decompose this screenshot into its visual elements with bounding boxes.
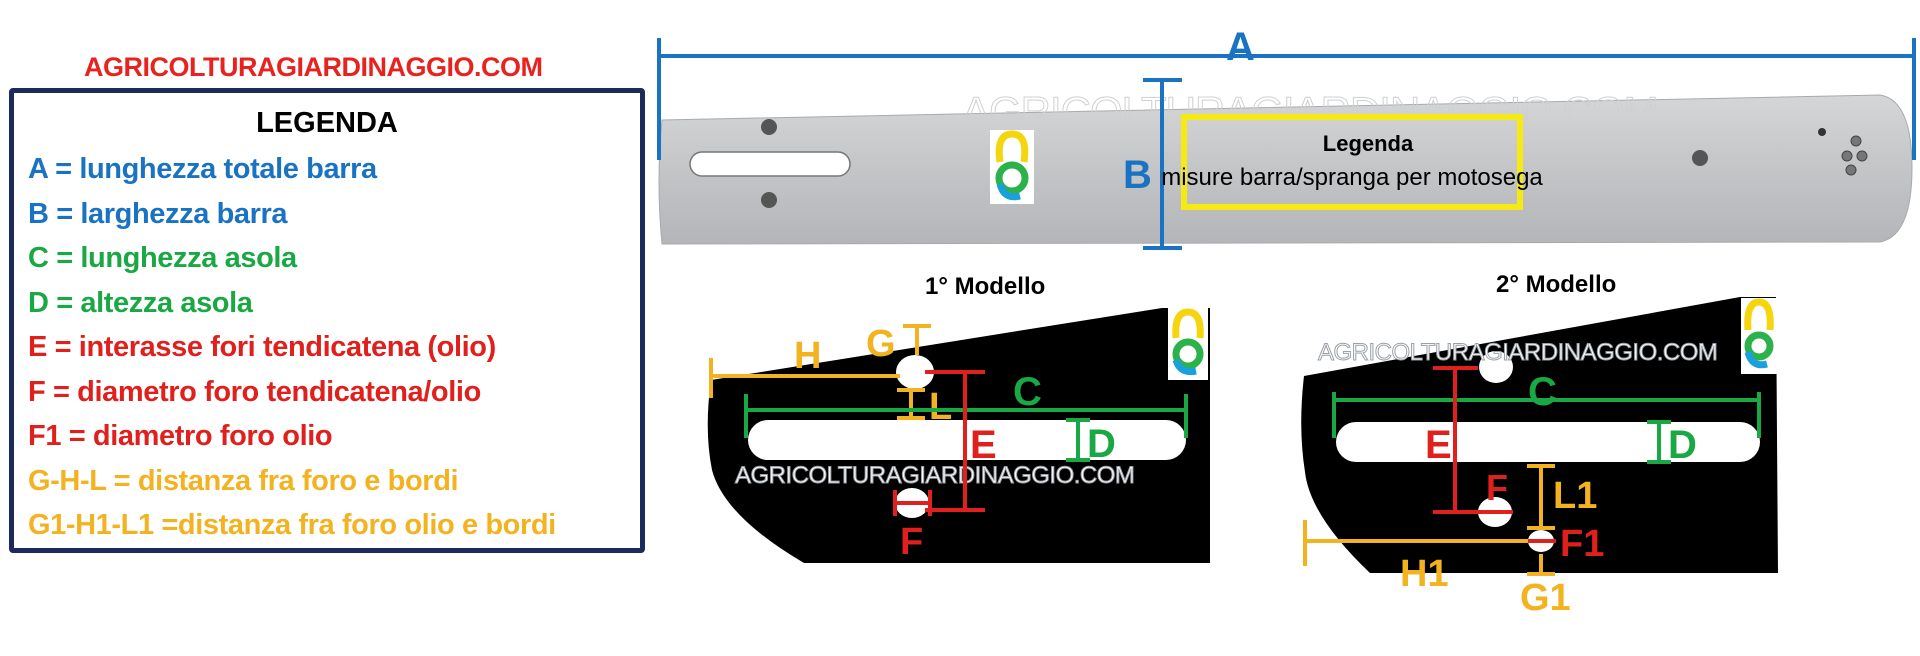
model1-dimension-e (925, 370, 985, 512)
legend-item-f1: F1 = diametro foro olio (28, 420, 333, 452)
bar-rivet (1850, 135, 1862, 147)
model2-label-c: C (1528, 370, 1557, 414)
bar-legend-text: misure barra/spranga per motosega (1161, 164, 1543, 191)
model1-title: 1° Modello (925, 273, 1045, 300)
model2-label-l1: L1 (1553, 475, 1597, 517)
chainsaw-bar (658, 94, 1913, 245)
model1-label-d: D (1087, 422, 1116, 466)
legend-item-b: B = larghezza barra (28, 197, 288, 230)
model1-label-g: G (866, 323, 896, 365)
site-header: AGRICOLTURAGIARDINAGGIO.COM (84, 52, 543, 82)
bar-hole (761, 119, 777, 135)
legend-item-ghl: G-H-L = distanza fra foro e bordi (28, 464, 459, 497)
legend-item-d: D = altezza asola (28, 286, 253, 319)
label-a: A (1226, 25, 1255, 69)
bar-legend-box (1181, 114, 1523, 210)
bar-rivet (1841, 150, 1853, 162)
model2-label-f: F (1486, 467, 1508, 508)
bar-hole (1692, 150, 1708, 166)
model2-label-d: D (1668, 423, 1697, 467)
dimension-a (657, 38, 1916, 160)
bar-hole (761, 192, 777, 208)
model2-dimension-e (1433, 366, 1478, 514)
model2-label-g1: G1 (1520, 577, 1571, 619)
model2-title: 2° Modello (1496, 271, 1616, 298)
model2-watermark: AGRICOLTURAGIARDINAGGIO.COM (1318, 339, 1717, 366)
model2-label-e: E (1425, 423, 1452, 467)
model2-label-h1: H1 (1400, 553, 1449, 595)
legend-item-e: E = interasse fori tendicatena (olio) (28, 331, 496, 363)
model1-dimension-g (903, 324, 931, 355)
model1-dimension-d (1066, 418, 1090, 462)
model2-dimension-d (1647, 420, 1671, 464)
logo-icon (1741, 298, 1777, 374)
model2-dimension-g1 (1527, 554, 1555, 576)
legend-item-g1h1l1: G1-H1-L1 =distanza fra foro olio e bordi (28, 509, 556, 541)
dimension-b (1143, 78, 1182, 250)
model1-label-e: E (970, 423, 997, 467)
bar-slot (689, 151, 851, 177)
bar-watermark: AGRICOLTURAGIARDINAGGIO.COM (962, 88, 1658, 135)
model1-label-h: H (794, 335, 821, 377)
model2-hole-top (1479, 351, 1513, 383)
label-b: B (1123, 153, 1152, 197)
legend-item-f: F = diametro foro tendicatena/olio (28, 375, 481, 408)
bar-legend-title: Legenda (1323, 131, 1414, 156)
legend-list: A = lunghezza totale barra B = larghezza… (28, 147, 556, 548)
model2-slot (1336, 422, 1760, 462)
model1-label-l: L (929, 386, 952, 428)
bar-rivet (1856, 150, 1868, 162)
model1-dimension-f (893, 490, 932, 516)
bar-rivet (1818, 128, 1826, 136)
legend-item-c: C = lunghezza asola (28, 242, 297, 274)
model1-watermark: AGRICOLTURAGIARDINAGGIO.COM (735, 462, 1134, 489)
model2-dimension-c (1332, 392, 1761, 438)
model2-dimension-h1 (1303, 520, 1528, 566)
model1-dimension-l (897, 388, 925, 420)
model2-dimension-l1 (1527, 464, 1555, 530)
model1-label-f: F (900, 521, 923, 563)
model2-label-f1: F1 (1560, 523, 1604, 565)
legend-item-a: A = lunghezza totale barra (28, 153, 377, 185)
legend-box: LEGENDA A = lunghezza totale barra B = l… (9, 88, 645, 553)
model1-label-c: C (1013, 370, 1042, 414)
logo-icon (1168, 308, 1208, 380)
model1-dimension-h (709, 358, 900, 398)
logo-icon (990, 130, 1034, 204)
legend-title: LEGENDA (256, 107, 398, 139)
model1-hole-top (896, 355, 934, 389)
bar-rivet (1845, 164, 1857, 176)
